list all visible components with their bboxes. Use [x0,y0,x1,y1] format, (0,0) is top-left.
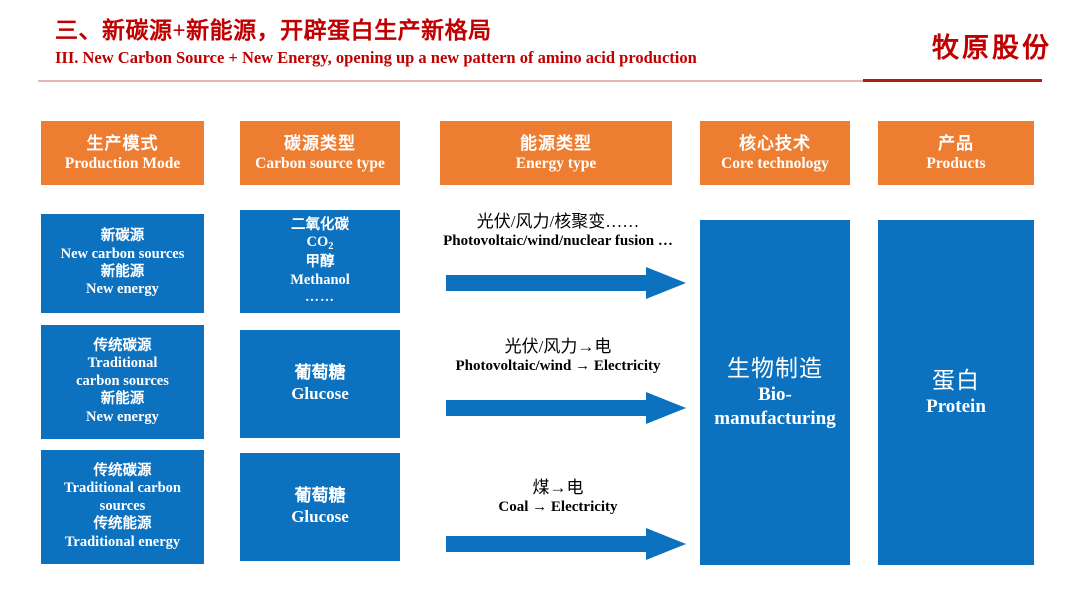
column-header-cn: 碳源类型 [284,133,356,153]
box-line-formula: CO2 [306,234,334,253]
column-header-carbon-source-type: 碳源类型 Carbon source type [240,121,400,185]
box-line: 传统碳源 [93,462,152,479]
carbon-source-box-1: 二氧化碳 CO2 甲醇 Methanol …… [240,210,400,313]
box-line: 新能源 [100,263,145,280]
title-block: 三、新碳源+新能源，开辟蛋白生产新格局 III. New Carbon Sour… [55,16,895,69]
page-title-en: III. New Carbon Source + New Energy, ope… [55,48,697,67]
box-line: 生物制造 [727,356,823,382]
column-header-en: Products [926,154,986,172]
energy-label-cn: 光伏/风力→电 [504,337,612,356]
production-mode-box-3: 传统碳源 Traditional carbon sources 传统能源 Tra… [41,450,204,564]
slide-header: 三、新碳源+新能源，开辟蛋白生产新格局 III. New Carbon Sour… [0,0,1080,92]
energy-label-cn: 光伏/风力/核聚变…… [476,212,640,231]
energy-label-en: Coal → Electricity [498,499,618,516]
box-line: 传统碳源 [93,337,152,354]
box-line: Protein [926,395,986,417]
box-line: 甲醇 [305,253,335,270]
page-title-cn: 三、新碳源+新能源，开辟蛋白生产新格局 [55,18,492,43]
energy-label-2: 光伏/风力→电 Photovoltaic/wind → Electricity [413,337,703,376]
arrow-right-icon [446,392,686,424]
column-header-cn: 产品 [938,133,974,153]
box-line: 葡萄糖 [294,363,346,383]
column-header-en: Production Mode [64,154,181,172]
products-box: 蛋白 Protein [878,220,1034,565]
column-header-en: Energy type [515,154,597,172]
box-line: 新碳源 [100,228,145,245]
box-line: Glucose [291,384,349,403]
box-line: New energy [86,281,159,298]
column-header-core-technology: 核心技术 Core technology [700,121,850,185]
column-header-cn: 生产模式 [86,133,159,153]
subscript: 2 [328,241,334,253]
column-header-energy-type: 能源类型 Energy type [440,121,672,185]
core-technology-box: 生物制造 Bio- manufacturing [700,220,850,565]
box-line-ellipsis: …… [305,290,335,306]
box-line: 新能源 [100,390,145,407]
box-line: Traditional [87,355,158,372]
column-header-production-mode: 生产模式 Production Mode [41,121,204,185]
column-header-products: 产品 Products [878,121,1034,185]
arrow-right-icon [446,267,686,299]
carbon-source-box-2: 葡萄糖 Glucose [240,330,400,438]
energy-label-en: Photovoltaic/wind → Electricity [455,358,661,375]
column-header-en: Carbon source type [255,154,385,172]
box-line: Methanol [290,271,350,288]
energy-label-cn: 煤→电 [532,478,584,497]
box-line: New energy [86,408,159,425]
box-line: 二氧化碳 [291,216,349,233]
box-line: 葡萄糖 [294,486,346,506]
box-line: Glucose [291,507,349,526]
column-header-cn: 能源类型 [520,133,592,153]
box-line: 传统能源 [93,515,152,532]
brand-logo: 牧原股份 [932,33,1052,63]
box-line: sources [99,498,146,515]
header-divider [38,80,1042,82]
column-header-cn: 核心技术 [739,133,811,153]
arrow-right-icon [446,528,686,560]
box-line: carbon sources [76,373,169,390]
production-mode-box-2: 传统碳源 Traditional carbon sources 新能源 New … [41,325,204,439]
column-header-en: Core technology [721,154,829,172]
carbon-source-box-3: 葡萄糖 Glucose [240,453,400,561]
box-line: manufacturing [714,407,836,429]
box-line: New carbon sources [60,245,185,262]
energy-label-1: 光伏/风力/核聚变…… Photovoltaic/wind/nuclear fu… [413,212,703,251]
energy-label-en: Photovoltaic/wind/nuclear fusion … [443,233,673,250]
box-line: 蛋白 [932,367,980,393]
production-mode-box-1: 新碳源 New carbon sources 新能源 New energy [41,214,204,313]
box-line: Traditional carbon [64,480,181,497]
energy-label-3: 煤→电 Coal → Electricity [413,478,703,517]
box-line: Bio- [758,384,792,406]
header-divider-accent [863,79,1042,82]
box-line: Traditional energy [64,533,181,550]
